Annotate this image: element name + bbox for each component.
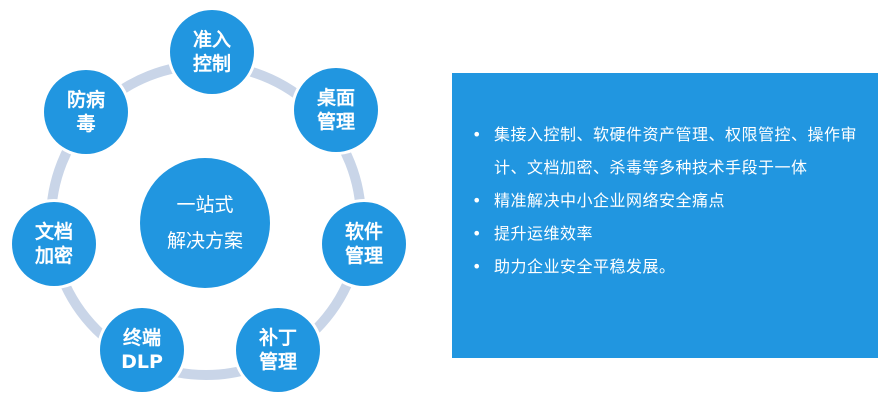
bullet-icon: • [472,125,482,144]
feature-panel: • 集接入控制、软硬件资产管理、权限管控、操作审计、文档加密、杀毒等多种技术手段… [452,73,878,358]
feature-text: 集接入控制、软硬件资产管理、权限管控、操作审计、文档加密、杀毒等多种技术手段于一… [494,125,858,177]
node-label-line1: 文档 [34,221,73,243]
node-label-line2: 加密 [34,245,73,267]
feature-text: 精准解决中小企业网络安全痛点 [494,191,726,210]
node-desktop-management: 桌面 管理 [294,68,378,152]
feature-text: 助力企业安全平稳发展。 [494,257,676,276]
node-antivirus: 防病 毒 [44,70,128,154]
node-label-line2: 管理 [258,351,297,373]
center-label-line2: 解决方案 [166,230,243,252]
node-label-line1: 桌面 [316,87,355,109]
bullet-icon: • [472,191,482,210]
node-label-line1: 防病 [66,89,105,111]
node-patch-management: 补丁 管理 [236,308,320,392]
node-label-line1: 软件 [344,221,383,243]
feature-list: • 集接入控制、软硬件资产管理、权限管控、操作审计、文档加密、杀毒等多种技术手段… [464,118,864,283]
node-label-line1: 补丁 [258,327,297,349]
node-label-line1: 准入 [192,29,231,51]
node-label-line2: 管理 [316,111,355,133]
node-terminal-dlp: 终端 DLP [100,308,184,392]
bullet-icon: • [472,224,482,243]
center-solution-circle: 一站式 解决方案 [140,158,270,288]
node-software-management: 软件 管理 [322,202,406,286]
feature-list-item: • 提升运维效率 [464,217,864,250]
node-access-control: 准入 控制 [170,10,254,94]
node-label-line2: 毒 [76,113,96,135]
node-label-line1: 终端 [122,327,161,349]
node-label-line2: 控制 [192,53,231,75]
node-label-line2: 管理 [344,245,383,267]
center-label-line1: 一站式 [176,194,234,216]
feature-text: 提升运维效率 [494,224,594,243]
node-label-line2: DLP [121,351,163,373]
bullet-icon: • [472,257,482,276]
feature-list-item: • 集接入控制、软硬件资产管理、权限管控、操作审计、文档加密、杀毒等多种技术手段… [464,118,864,184]
feature-list-item: • 助力企业安全平稳发展。 [464,250,864,283]
feature-list-item: • 精准解决中小企业网络安全痛点 [464,184,864,217]
node-document-encryption: 文档 加密 [12,202,96,286]
